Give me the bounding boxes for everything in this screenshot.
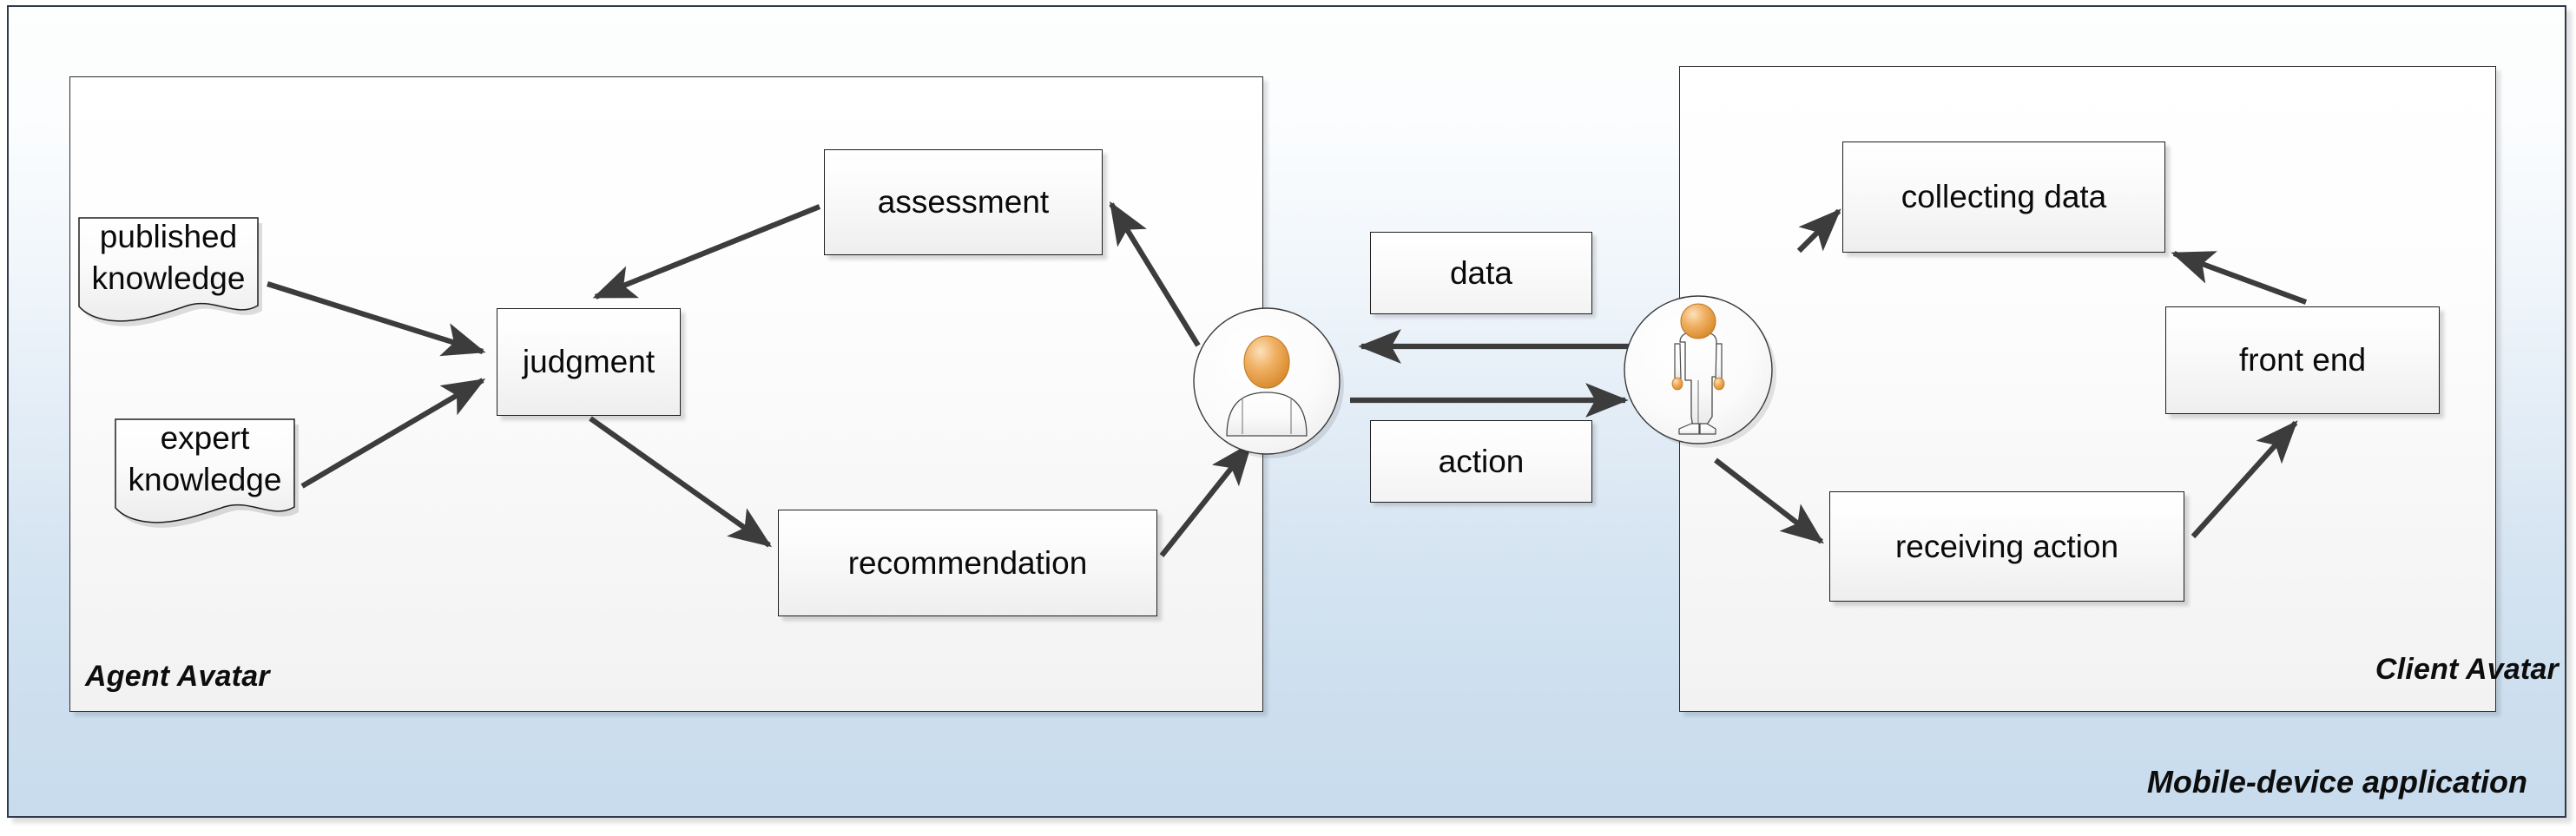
- user-full-body-avatar-icon[interactable]: [1617, 286, 1782, 457]
- document-expert-knowledge-label: expert knowledge: [111, 415, 299, 503]
- channel-label-action[interactable]: action: [1370, 420, 1592, 503]
- document-published-knowledge-label: published knowledge: [75, 214, 262, 301]
- user-bust-avatar-icon[interactable]: [1188, 302, 1349, 464]
- node-judgment[interactable]: judgment: [497, 308, 681, 416]
- document-published-knowledge[interactable]: published knowledge: [75, 214, 262, 326]
- node-front-end[interactable]: front end: [2165, 306, 2440, 414]
- doc-line-2: knowledge: [128, 461, 282, 497]
- client-panel-caption: Client Avatar: [2375, 653, 2559, 686]
- agent-panel-caption: Agent Avatar: [85, 660, 270, 693]
- doc-line-2: knowledge: [91, 260, 246, 296]
- node-receiving-action[interactable]: receiving action: [1829, 491, 2184, 602]
- node-assessment[interactable]: assessment: [824, 149, 1103, 255]
- doc-line-1: published: [99, 218, 238, 254]
- mobile-device-application-caption: Mobile-device application: [2146, 764, 2527, 800]
- node-recommendation[interactable]: recommendation: [778, 510, 1157, 616]
- document-expert-knowledge[interactable]: expert knowledge: [111, 415, 299, 528]
- channel-label-data[interactable]: data: [1370, 232, 1592, 314]
- node-collecting-data[interactable]: collecting data: [1842, 142, 2165, 253]
- doc-line-1: expert: [160, 419, 250, 456]
